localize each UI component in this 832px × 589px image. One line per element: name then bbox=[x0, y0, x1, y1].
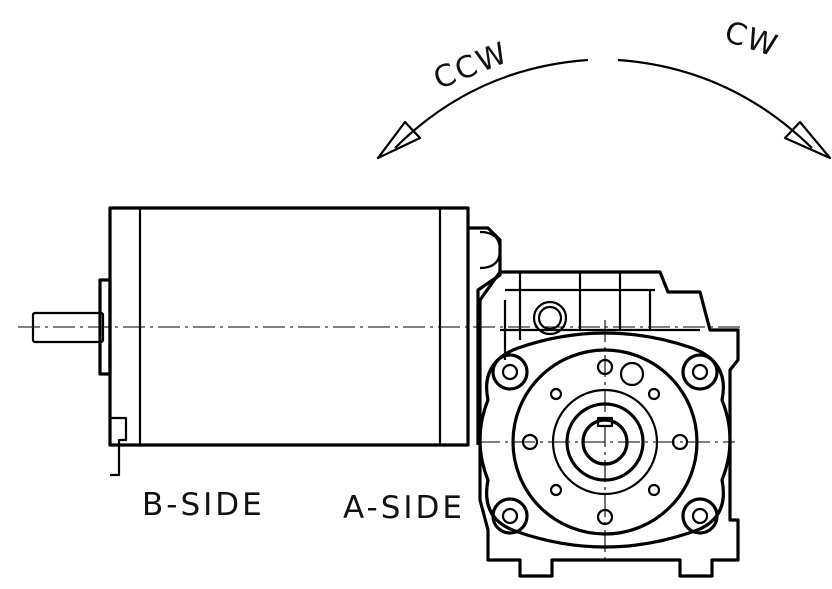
gearbox-housing bbox=[478, 270, 740, 578]
pin-hole-ul bbox=[549, 387, 563, 401]
a-side-label: A-SIDE bbox=[343, 490, 465, 526]
boss-top-left-hole bbox=[501, 363, 519, 381]
terminal-tab bbox=[110, 416, 128, 477]
cw-label: CW bbox=[720, 15, 783, 65]
pin-hole-ur bbox=[647, 387, 661, 401]
rotation-indicator: CCW CW bbox=[376, 15, 832, 160]
boss-bottom-left-hole bbox=[501, 507, 519, 525]
gearbox-rib-mid bbox=[500, 300, 700, 360]
boss-top-right bbox=[681, 353, 719, 391]
pin-hole-lr bbox=[647, 483, 661, 497]
ccw-label: CCW bbox=[429, 35, 514, 97]
ccw-arrow-head bbox=[376, 120, 422, 160]
center-lines bbox=[18, 320, 740, 562]
cw-arrow-head bbox=[783, 120, 832, 160]
gearbox-rib-top bbox=[505, 272, 655, 340]
filler-hole bbox=[619, 361, 645, 387]
boss-bottom-right bbox=[681, 497, 719, 535]
b-side-label: B-SIDE bbox=[142, 487, 265, 523]
cw-arc bbox=[617, 58, 813, 149]
pin-hole-ll bbox=[549, 483, 563, 497]
ccw-arc bbox=[394, 58, 589, 149]
boss-bottom-right-hole bbox=[691, 507, 709, 525]
vent-plug-inner bbox=[537, 305, 563, 331]
boss-bottom-left bbox=[491, 497, 529, 535]
boss-top-left bbox=[491, 353, 529, 391]
boss-top-right-hole bbox=[691, 363, 709, 381]
adapter-knob bbox=[479, 230, 502, 270]
gearbox bbox=[478, 270, 740, 578]
vent-plug bbox=[532, 300, 568, 336]
motor-body bbox=[31, 206, 502, 477]
